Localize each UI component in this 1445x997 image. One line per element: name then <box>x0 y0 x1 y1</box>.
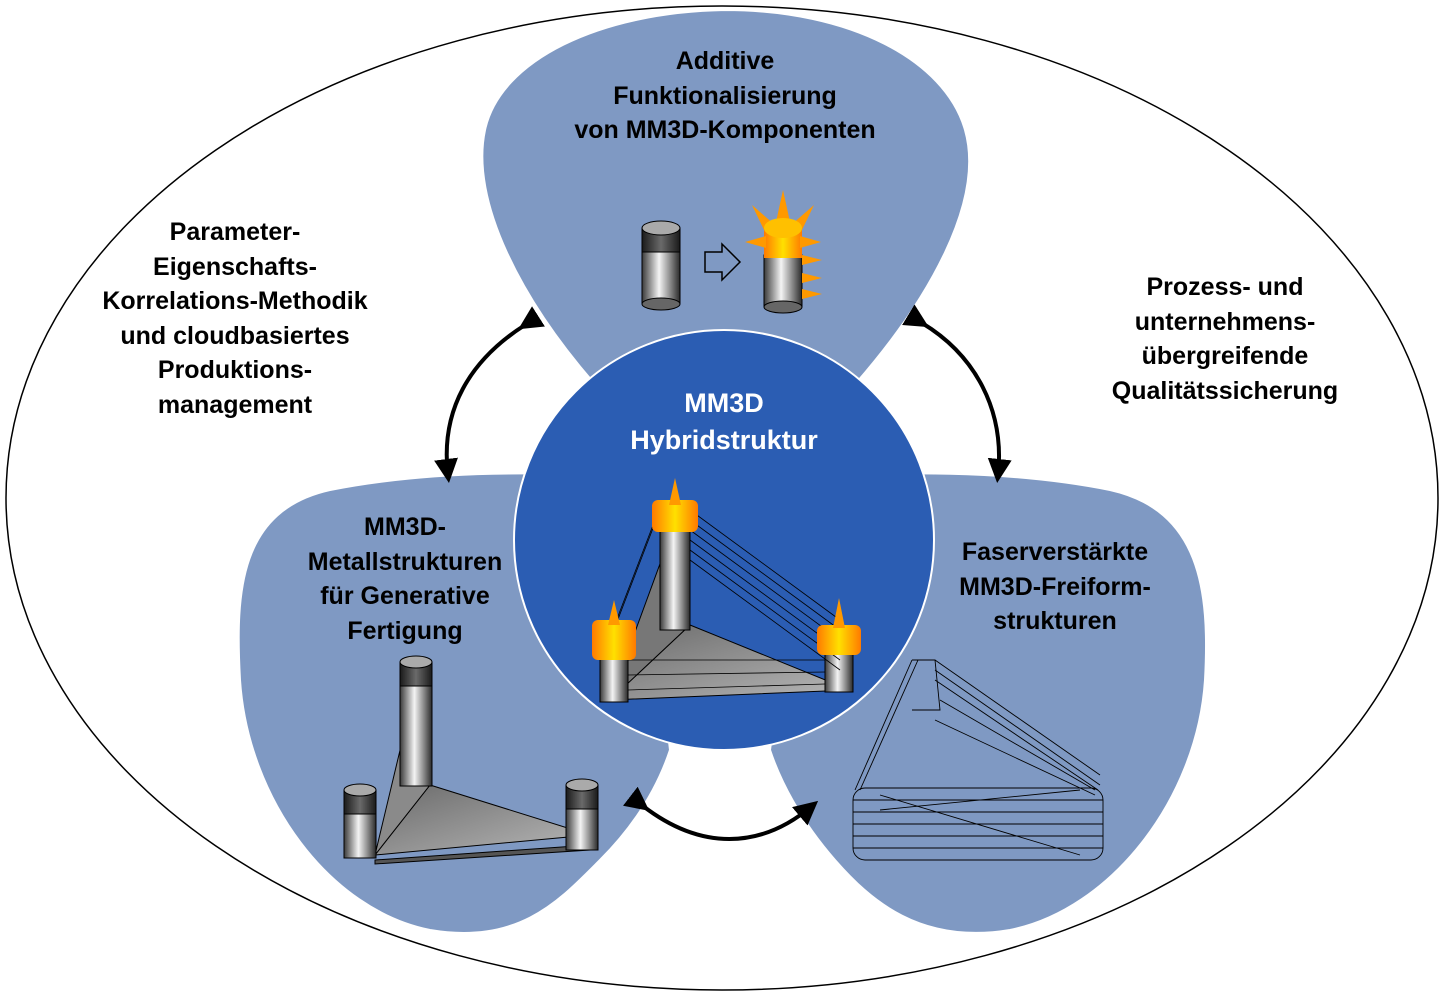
functionalized-cylinder-illustration <box>745 190 822 314</box>
outer-right-line-1: Prozess- und <box>1146 273 1304 301</box>
petal-bottom-left-line-2: Metallstrukturen <box>307 547 503 576</box>
fiber-wireframe-illustration <box>852 659 1104 861</box>
center-line-1: MM3D <box>684 388 764 418</box>
petal-bottom-left-line-4: Fertigung <box>347 616 463 645</box>
petal-bottom-left-line-3: für Generative <box>320 582 490 610</box>
outer-right-line-2: unternehmens- <box>1134 307 1316 336</box>
outer-left-line-3: Korrelations-Methodik <box>102 287 368 315</box>
connector-bottom <box>623 786 819 841</box>
petal-bottom-right-line-3: strukturen <box>993 607 1117 635</box>
outer-right-line-3: übergreifende <box>1141 342 1309 370</box>
outer-left-line-2: Eigenschafts- <box>153 252 317 281</box>
connector-top-left <box>434 306 545 483</box>
connector-top-right <box>902 304 1012 483</box>
outer-left-label: Parameter- Eigenschafts- Korrelations-Me… <box>70 215 400 422</box>
petal-bottom-right-line-1: Faserverstärkte <box>961 538 1149 566</box>
petal-top-label: Additive Funktionalisierung von MM3D-Kom… <box>540 44 910 148</box>
petal-top-line-2: Funktionalisierung <box>613 81 837 110</box>
center-line-2: Hybridstruktur <box>630 425 818 455</box>
outer-left-line-1: Parameter- <box>169 218 301 246</box>
outer-right-label: Prozess- und unternehmens- übergreifende… <box>1080 270 1370 408</box>
petal-top-line-3: von MM3D-Komponenten <box>574 116 876 144</box>
outer-left-line-5: Produktions- <box>157 356 313 384</box>
petal-bottom-right-line-2: MM3D-Freiform- <box>959 572 1151 601</box>
hybrid-structure-illustration <box>592 478 861 703</box>
petal-bottom-left-label: MM3D- Metallstrukturen für Generative Fe… <box>290 510 520 648</box>
petal-bottom-left-line-1: MM3D- <box>364 513 446 541</box>
center-label: MM3D Hybridstruktur <box>574 385 874 459</box>
plain-cylinder-illustration <box>641 220 681 311</box>
outline-right-arrow-icon <box>704 242 742 282</box>
petal-bottom-right-label: Faserverstärkte MM3D-Freiform- strukture… <box>930 535 1180 639</box>
outer-right-line-4: Qualitätssicherung <box>1111 376 1339 405</box>
petal-top-line-1: Additive <box>675 47 775 75</box>
outer-left-line-6: management <box>157 390 313 419</box>
metal-tripod-illustration <box>343 655 599 865</box>
outer-left-line-4: und cloudbasiertes <box>120 321 350 350</box>
